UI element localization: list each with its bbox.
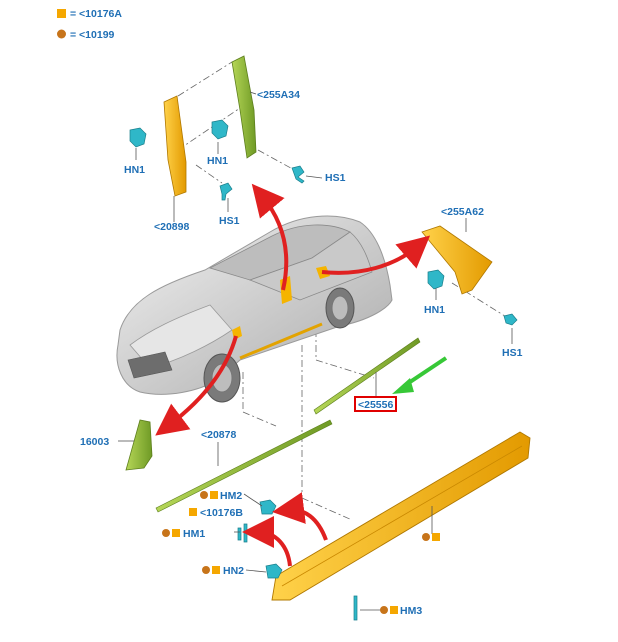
fastener-circle-icon	[380, 606, 388, 614]
red-arrow-icon	[251, 183, 289, 291]
fastener-square-icon	[432, 533, 440, 541]
moulding-20878[interactable]	[155, 419, 333, 513]
legend-square-icon	[57, 9, 66, 18]
fastener-square-icon	[390, 606, 398, 614]
fastener-square-icon	[172, 529, 180, 537]
clip-icon[interactable]	[259, 499, 277, 515]
label-hn1-left: HN1	[124, 164, 145, 176]
fastener-square-icon	[212, 566, 220, 574]
highlighted-part-25556[interactable]: <25556	[354, 396, 397, 412]
legend: = <10176A = <10199	[57, 8, 122, 41]
pillar-trim-255A62[interactable]	[421, 225, 493, 295]
label-hs1-center: HS1	[325, 172, 346, 184]
label-10176B: <10176B	[200, 507, 243, 519]
screw-icon[interactable]	[503, 313, 518, 326]
clip-icon[interactable]	[427, 269, 445, 290]
red-arrow-icon	[242, 516, 292, 567]
label-255A62: <255A62	[441, 206, 484, 218]
label-hs1-left: HS1	[219, 215, 240, 227]
label-hm3: HM3	[400, 605, 422, 617]
clip-icon[interactable]	[129, 127, 147, 148]
fastener-square-icon	[189, 508, 197, 516]
legend-square-text: = <10176A	[70, 8, 122, 20]
label-255A34: <255A34	[257, 89, 300, 101]
mirror-trim-16003[interactable]	[125, 419, 153, 471]
label-20878: <20878	[201, 429, 236, 441]
clip-icon[interactable]	[353, 595, 358, 621]
label-16003: 16003	[80, 436, 109, 448]
label-hs1-right: HS1	[502, 347, 523, 359]
leader-lines	[118, 91, 513, 611]
red-arrow-icon	[272, 492, 328, 541]
fastener-circle-icon	[422, 533, 430, 541]
label-hn1-center: HN1	[207, 155, 228, 167]
legend-circle-icon	[57, 29, 66, 39]
fastener-circle-icon	[200, 491, 208, 499]
rocker-panel-10176A[interactable]	[271, 431, 531, 601]
fastener-circle-icon	[162, 529, 170, 537]
pillar-trim-255A34[interactable]	[231, 55, 257, 159]
clip-icon[interactable]	[237, 523, 248, 543]
screw-icon[interactable]	[291, 165, 305, 184]
clip-icon[interactable]	[211, 119, 229, 140]
label-hm1: HM1	[183, 528, 205, 540]
screw-icon[interactable]	[219, 182, 233, 201]
green-arrow-icon	[392, 356, 448, 394]
label-hn1-right: HN1	[424, 304, 445, 316]
label-25556: <25556	[358, 399, 393, 411]
label-20898: <20898	[154, 221, 189, 233]
pillar-trim-20898[interactable]	[163, 95, 187, 197]
fastener-square-icon	[210, 491, 218, 499]
legend-circle-text: = <10199	[70, 29, 115, 41]
red-arrow-icon	[321, 235, 431, 275]
label-hn2: HN2	[223, 565, 244, 577]
clip-icon[interactable]	[265, 563, 283, 579]
car-body-illustration	[116, 215, 393, 403]
label-hm2-top: HM2	[220, 490, 242, 502]
red-arrow-icon	[155, 335, 238, 436]
fastener-circle-icon	[202, 566, 210, 574]
moulding-25556[interactable]	[313, 337, 421, 415]
